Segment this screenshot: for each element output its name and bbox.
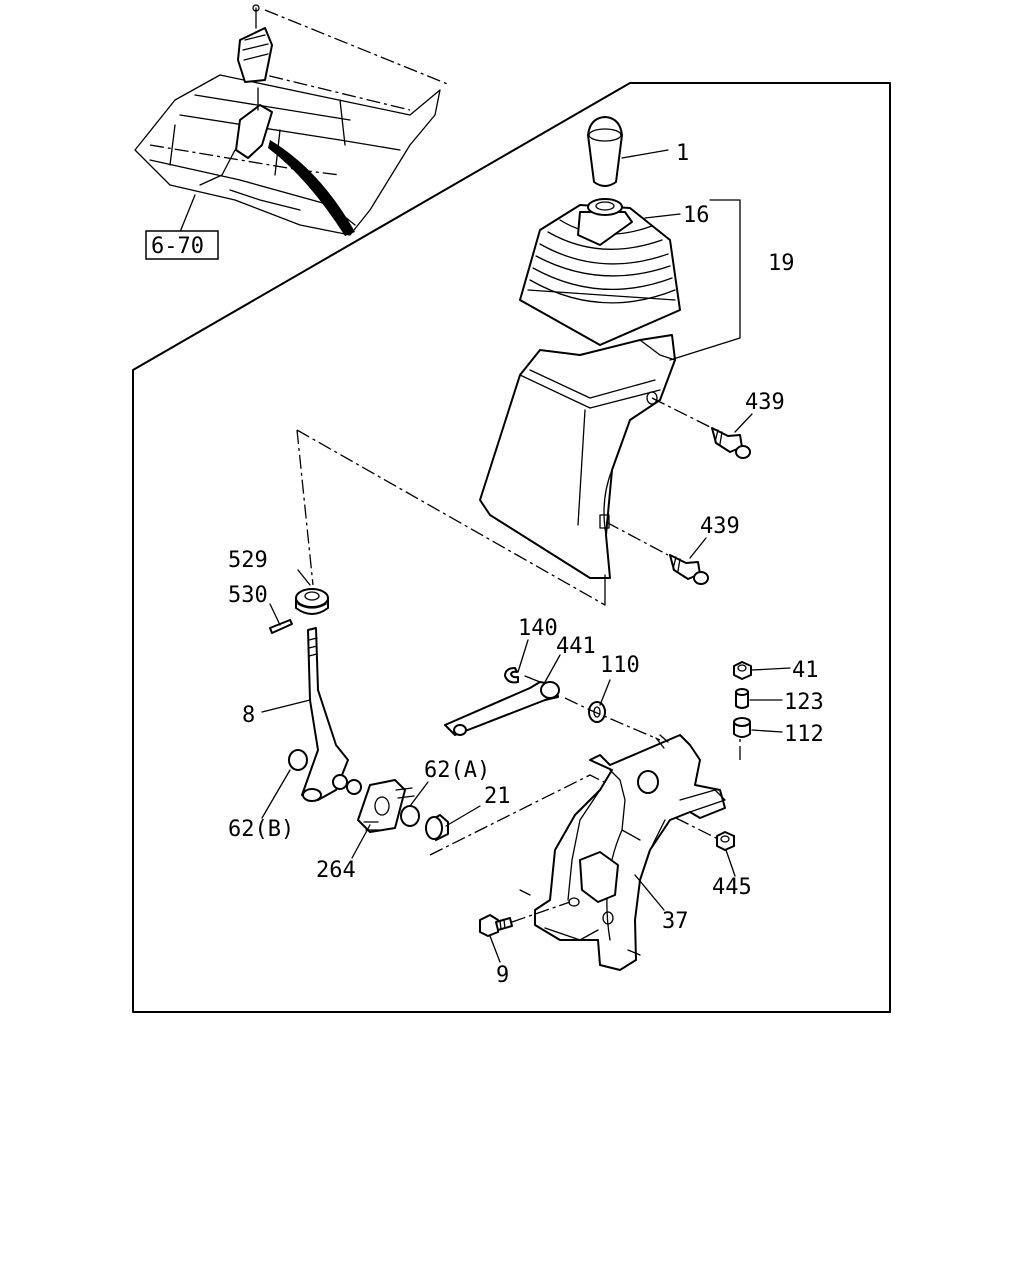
screw-upper xyxy=(711,427,751,459)
washer xyxy=(588,701,606,723)
collar xyxy=(735,688,749,709)
callout-boot: 16 xyxy=(683,203,710,228)
console-cover xyxy=(479,334,676,579)
callout-bushing-a: 62(A) xyxy=(424,758,490,783)
reference-box xyxy=(145,230,219,260)
bushing-b xyxy=(288,749,308,771)
clip xyxy=(504,667,519,684)
detail-frame xyxy=(132,82,891,1013)
cap xyxy=(425,814,449,841)
pin xyxy=(269,619,293,634)
callout-pin: 530 xyxy=(228,583,268,608)
bushing-a xyxy=(400,805,420,827)
link-arm xyxy=(444,675,560,736)
callout-cover-assembly: 19 xyxy=(768,251,795,276)
shift-lever xyxy=(301,627,362,802)
callout-bushing-b: 62(B) xyxy=(228,817,294,842)
callout-bushing-top: 529 xyxy=(228,548,268,573)
callout-screw-upper: 439 xyxy=(745,390,785,415)
knob xyxy=(587,116,623,187)
callout-screw-lower: 439 xyxy=(700,514,740,539)
callout-link-arm: 441 xyxy=(556,634,596,659)
bracket xyxy=(519,734,726,971)
boot xyxy=(519,198,681,346)
callout-shift-lever: 8 xyxy=(242,703,255,728)
leader-lines xyxy=(261,149,791,963)
callout-nut-bracket: 445 xyxy=(712,875,752,900)
screw-lower xyxy=(669,554,709,585)
callout-plate: 264 xyxy=(316,858,356,883)
nut-top xyxy=(733,661,752,680)
callout-washer: 110 xyxy=(600,653,640,678)
callout-collar: 123 xyxy=(784,690,824,715)
callout-nut-top: 41 xyxy=(792,658,819,683)
callout-bracket: 37 xyxy=(662,909,689,934)
callout-bushing-right: 112 xyxy=(784,722,824,747)
callout-clip: 140 xyxy=(518,616,558,641)
bushing-top xyxy=(295,588,329,615)
callout-bolt: 9 xyxy=(496,963,509,988)
cab-floor-inset: 6-70 xyxy=(134,4,451,260)
plate xyxy=(357,779,415,833)
nut-bracket xyxy=(716,831,735,851)
callout-knob: 1 xyxy=(676,141,689,166)
callout-cap: 21 xyxy=(484,784,511,809)
callout-bracket-19 xyxy=(669,199,741,361)
reference-box-label: 6-70 xyxy=(151,234,204,259)
bushing-right xyxy=(733,717,751,738)
bolt xyxy=(479,901,571,937)
